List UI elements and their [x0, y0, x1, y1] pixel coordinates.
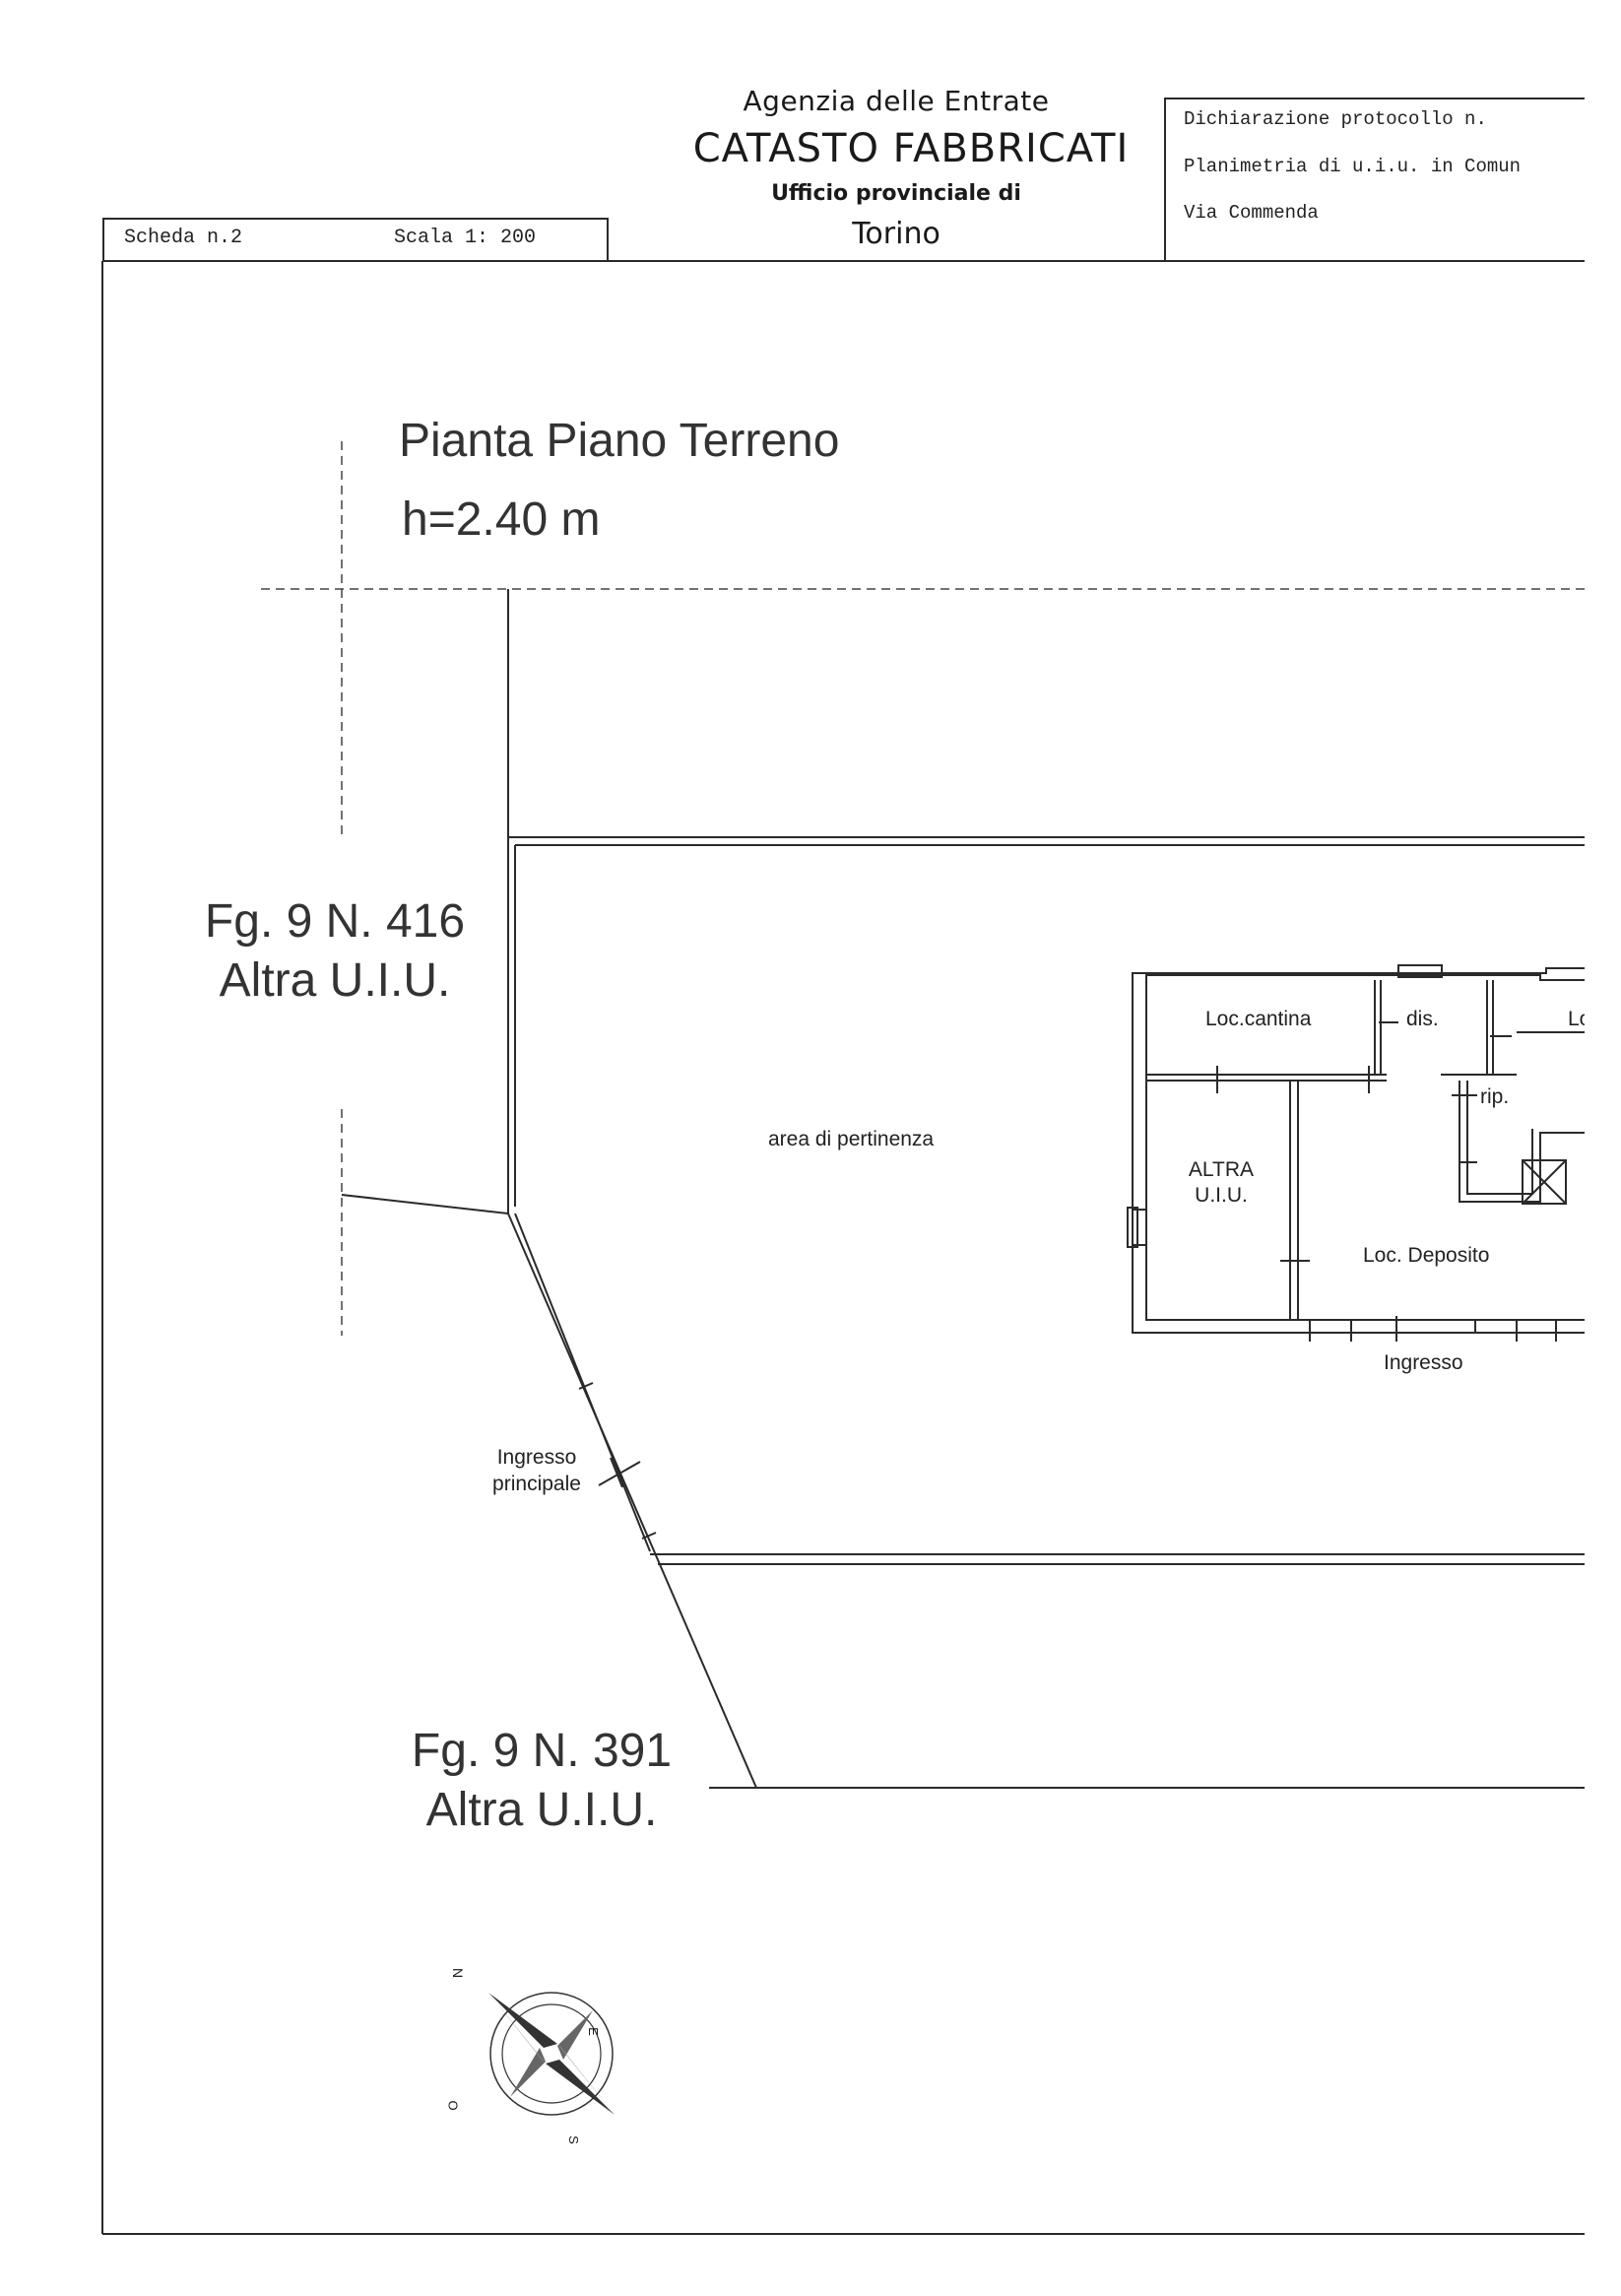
compass-west: O — [445, 2100, 461, 2111]
stair-box — [1522, 1159, 1567, 1205]
main-entrance-label-1: Ingresso — [496, 1446, 577, 1469]
declaration-protocol: Dichiarazione protocollo n. — [1184, 108, 1487, 130]
catasto-title: CATASTO FABBRICATI — [692, 126, 1130, 171]
declaration-plan: Planimetria di u.i.u. in Comun — [1184, 156, 1522, 177]
lot-diagonal-inner — [514, 1213, 651, 1552]
room-deposito: Loc. Deposito — [1363, 1244, 1490, 1267]
neighbor-bottom-parcel: Fg. 9 N. 391 — [411, 1725, 673, 1777]
floor-height: h=2.40 m — [402, 493, 601, 546]
agency-name: Agenzia delle Entrate — [743, 85, 1050, 117]
lot-diagonal-outer — [507, 1213, 757, 1789]
building-inner-wall — [1145, 974, 1585, 1321]
room-rip: rip. — [1480, 1085, 1510, 1108]
room-altra-uiu-2: U.I.U. — [1195, 1184, 1248, 1207]
compass-east: E — [585, 2027, 601, 2036]
main-entrance-leader — [598, 1461, 641, 1486]
sheet-info-box — [102, 218, 609, 261]
room-dis: dis. — [1406, 1008, 1439, 1030]
entrance-label: Ingresso — [1384, 1351, 1463, 1374]
neighbor-top-type: Altra U.I.U. — [219, 954, 451, 1007]
compass-south: S — [565, 2135, 581, 2144]
neighbor-bottom-type: Altra U.I.U. — [425, 1784, 658, 1836]
room-cut-off: Lo — [1568, 1008, 1585, 1030]
declaration-box — [1164, 98, 1585, 261]
room-altra-uiu-1: ALTRA — [1188, 1158, 1255, 1181]
compass-rose — [488, 1992, 615, 2116]
sheet-scale: Scala 1: 200 — [394, 227, 537, 249]
main-entrance-label-2: principale — [492, 1473, 581, 1495]
room-cantina: Loc.cantina — [1205, 1008, 1312, 1030]
declaration-street: Via Commenda — [1184, 202, 1319, 224]
sheet-number: Scheda n.2 — [124, 227, 243, 249]
neighbor-boundary — [341, 1194, 509, 1214]
office-label: Ufficio provinciale di — [771, 181, 1021, 206]
building-outer-wall — [1132, 967, 1585, 1334]
floor-title: Pianta Piano Terreno — [399, 415, 840, 467]
compass-north: N — [450, 1967, 467, 1979]
office-city: Torino — [852, 217, 940, 251]
neighbor-top-parcel: Fg. 9 N. 416 — [204, 895, 466, 948]
area-label: area di pertinenza — [768, 1128, 935, 1150]
